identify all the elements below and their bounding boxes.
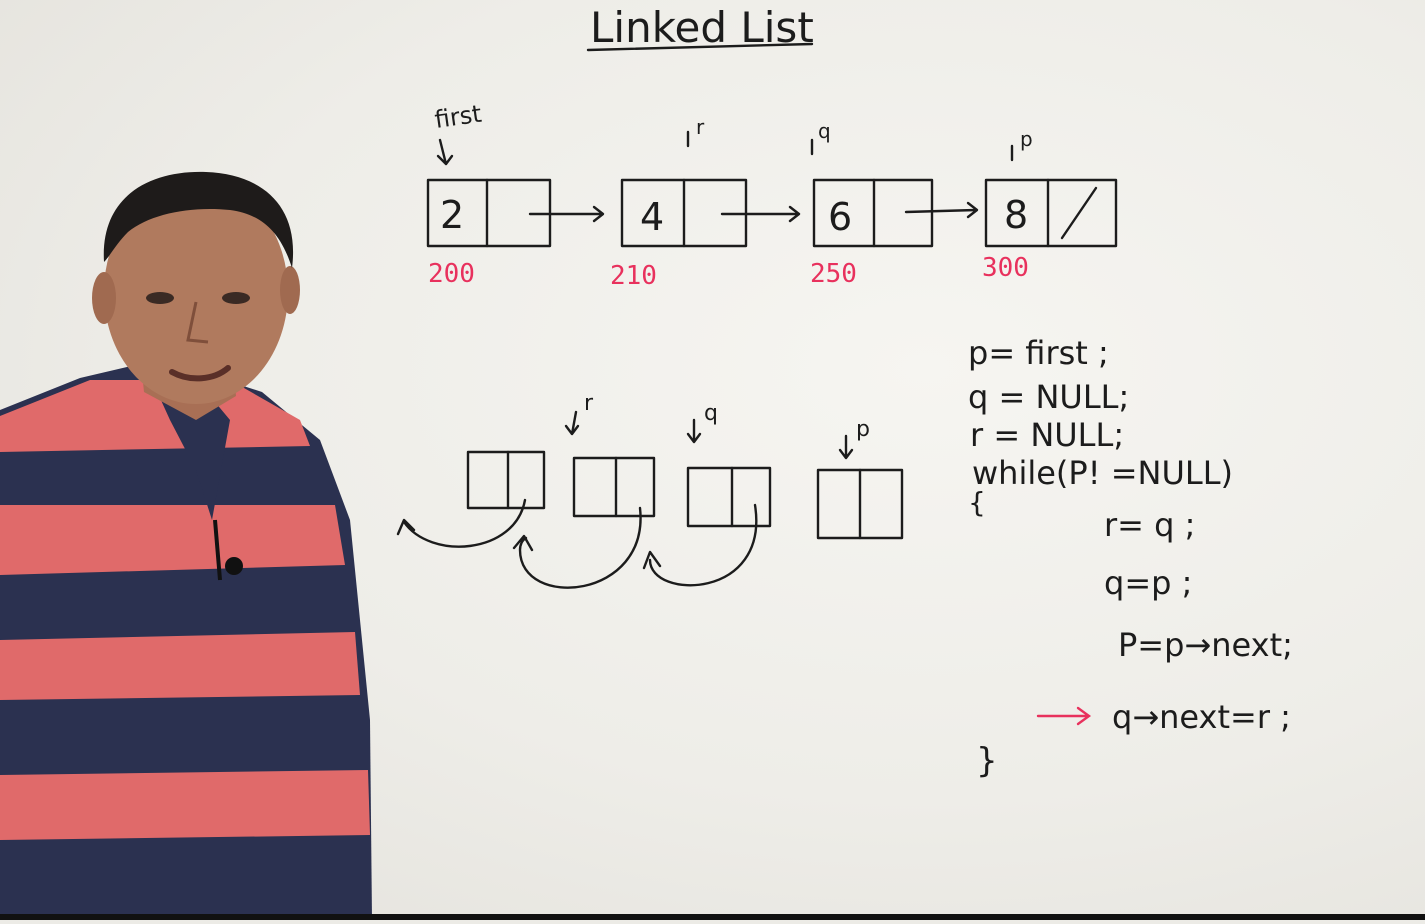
top-link-arrow-1 [528,205,605,223]
current-line-arrow [1036,706,1092,726]
code-line-5: { [968,486,986,519]
top-node-3-value: 6 [828,195,852,239]
bottom-pointer-p-arrow [838,434,854,460]
instructor-figure [0,171,372,920]
top-node-1-value: 2 [440,193,464,237]
first-arrow [436,138,454,166]
address-node-2: 210 [610,261,657,291]
bottom-pointer-r-arrow [564,410,580,436]
reverse-arrow-3 [642,503,758,587]
reverse-arrow-1 [396,498,527,548]
bottom-node-1 [466,450,546,510]
top-pointer-p: p [1020,127,1033,151]
code-line-6: r= q ; [1104,506,1195,544]
bottom-node-4 [816,468,904,540]
null-slash [1060,186,1098,240]
bottom-pointer-q: q [704,401,718,426]
code-line-1: p= first ; [968,334,1109,372]
code-line-2: q = NULL; [968,378,1129,416]
address-node-1: 200 [428,259,475,289]
bottom-pointer-p: p [856,417,870,442]
bottom-node-3 [686,466,772,528]
bottom-pointer-q-arrow [686,418,702,444]
top-pointer-r: r [696,115,705,139]
address-node-3: 250 [810,259,857,289]
code-line-4: while(P! =NULL) [972,454,1233,492]
code-line-8: P=p→next; [1118,626,1293,664]
top-link-arrow-3 [904,201,979,219]
bottom-pointer-r: r [584,391,594,416]
code-line-7: q=p ; [1104,564,1192,602]
top-node-4: 8 [984,178,1118,248]
top-pointer-q: q [818,119,831,143]
video-bottom-edge [0,914,1425,920]
top-node-4-value: 8 [1004,193,1028,237]
code-line-9: q→next=r ; [1112,698,1291,736]
code-line-3: r = NULL; [970,416,1124,454]
top-node-3: 6 [812,178,934,248]
bottom-node-2 [572,456,656,518]
code-line-10: } [976,741,998,781]
top-node-2-value: 4 [640,195,664,239]
reverse-arrow-2 [512,506,642,589]
top-link-arrow-2 [720,205,801,223]
address-node-4: 300 [982,253,1029,283]
first-label: first [433,100,483,134]
top-node-1: 2 [426,178,552,248]
title-underline [586,42,814,52]
